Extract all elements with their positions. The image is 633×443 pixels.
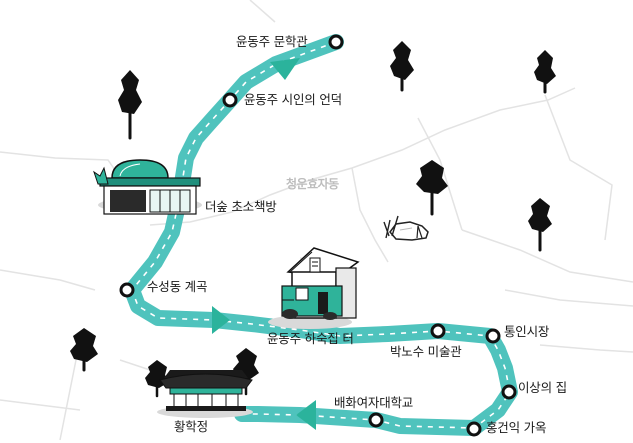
direction-arrow-icon (296, 400, 316, 430)
direction-arrow-icon (270, 58, 300, 80)
stop-label-yisang-house[interactable]: 이상의 집 (518, 380, 567, 395)
tree-icons (70, 41, 556, 405)
stop-marker[interactable] (328, 34, 344, 50)
tree-icon (534, 50, 556, 94)
stop-label-parknosu-museum[interactable]: 박노수 미술관 (390, 344, 462, 359)
stop-label-tongin-market[interactable]: 통인시장 (504, 324, 550, 339)
tree-icon (390, 41, 414, 92)
stop-label-deosup-bookstore[interactable]: 더숲 초소책방 (205, 199, 277, 214)
tree-icon (528, 198, 552, 252)
bookstore-building-icon (93, 159, 202, 215)
direction-arrow-icon (212, 306, 230, 334)
tree-icon (416, 160, 448, 216)
stop-label-suseongdong-valley[interactable]: 수성동 계곡 (147, 279, 208, 294)
stop-marker[interactable] (466, 421, 482, 437)
direction-arrows (212, 58, 316, 430)
tree-icon (118, 70, 142, 140)
stop-marker[interactable] (119, 282, 135, 298)
stop-marker[interactable] (485, 328, 501, 344)
route-dashes (131, 41, 511, 429)
route-stops (119, 34, 517, 437)
district-label: 청운효자동 (286, 177, 339, 191)
stop-label-poet-hill[interactable]: 윤동주 시인의 언덕 (244, 92, 342, 107)
stop-marker[interactable] (501, 384, 517, 400)
stop-marker[interactable] (368, 412, 384, 428)
tree-icon (70, 328, 98, 372)
stop-marker[interactable] (430, 323, 446, 339)
stop-label-paiwha-school[interactable]: 배화여자대학교 (334, 395, 414, 410)
stop-label-hong-geonik-house[interactable]: 홍건익 가옥 (486, 420, 547, 435)
stop-marker[interactable] (222, 92, 238, 108)
stop-label-boarding-house-site[interactable]: 윤동주 하숙집 터 (267, 331, 354, 346)
rock-icon (383, 215, 429, 241)
boarding-house-building-icon (268, 247, 360, 329)
hwanghakjeong-pavilion-icon (157, 370, 253, 418)
stop-label-hwanghakjeong[interactable]: 황학정 (174, 419, 208, 434)
stop-label-yundongju-literature-hall[interactable]: 윤동주 문학관 (236, 34, 308, 49)
